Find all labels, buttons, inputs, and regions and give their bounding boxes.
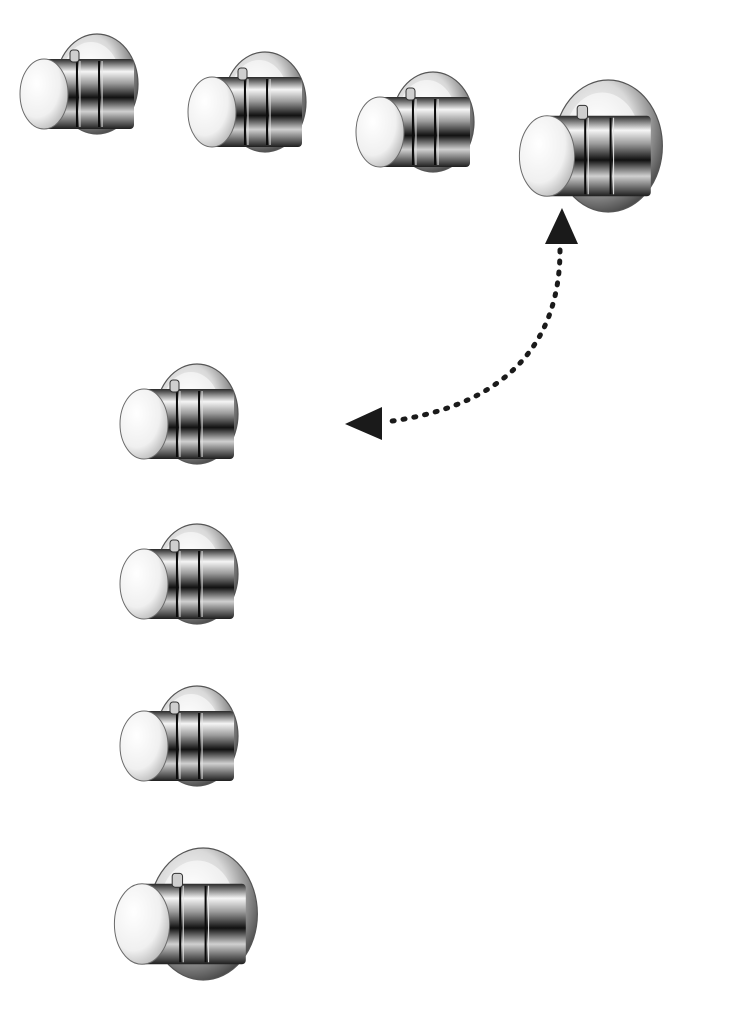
handle-end-cap bbox=[119, 388, 169, 460]
handle-end-cap bbox=[113, 883, 171, 965]
curved-double-arrow bbox=[345, 208, 578, 440]
valve-small bbox=[119, 523, 239, 625]
valve-small bbox=[119, 685, 239, 787]
valve-large bbox=[518, 79, 663, 213]
handle-end-cap bbox=[119, 710, 169, 782]
handle-end-cap bbox=[119, 548, 169, 620]
safety-stop-button bbox=[169, 379, 180, 393]
safety-stop-button bbox=[169, 539, 180, 553]
safety-stop-button bbox=[237, 67, 248, 81]
valve-small bbox=[19, 33, 139, 135]
handle-end-cap bbox=[518, 115, 576, 197]
safety-stop-button bbox=[576, 104, 589, 120]
valve-large bbox=[113, 847, 258, 981]
safety-stop-button bbox=[69, 49, 80, 63]
safety-stop-button bbox=[169, 701, 180, 715]
column-valves bbox=[113, 363, 258, 981]
arrowhead-up bbox=[545, 208, 578, 244]
arrowhead-left bbox=[345, 407, 382, 440]
top-row-valves bbox=[19, 33, 663, 213]
handle-end-cap bbox=[187, 76, 237, 148]
valve-small bbox=[187, 51, 307, 153]
safety-stop-button bbox=[405, 87, 416, 101]
safety-stop-button bbox=[171, 872, 184, 888]
handle-end-cap bbox=[19, 58, 69, 130]
dotted-arrow-path bbox=[382, 247, 563, 425]
valve-small bbox=[355, 71, 475, 173]
valve-small bbox=[119, 363, 239, 465]
handle-end-cap bbox=[355, 96, 405, 168]
